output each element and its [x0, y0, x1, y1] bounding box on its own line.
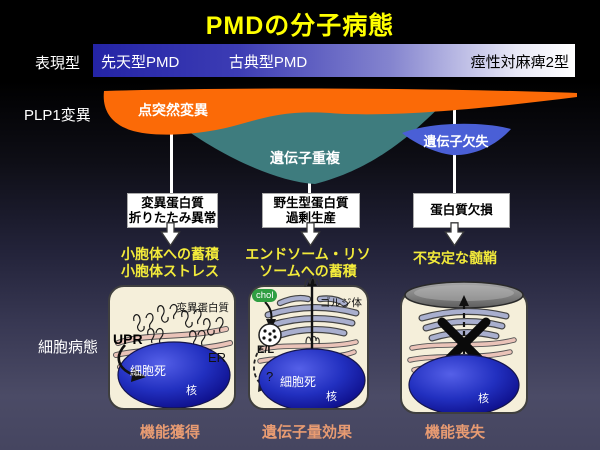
- cell-diagram-loss-of-function: 核: [400, 281, 528, 414]
- cell-death-label: 細胞死: [130, 364, 167, 378]
- nucleus-label: 核: [326, 391, 337, 403]
- upr-label: UPR: [113, 331, 143, 347]
- consequence-line: ソームへの蓄積: [259, 262, 357, 279]
- row-label-phenotype: 表現型: [35, 55, 81, 72]
- myelin-cap-highlight: [414, 285, 514, 301]
- consequence-line: エンドソーム・リソ: [245, 246, 371, 262]
- duplication-label: 遺伝子重複: [270, 150, 340, 166]
- cell-diagram-gene-dosage: chol ゴルジ体 E/L ? 細胞死 核: [248, 276, 369, 410]
- page-title: PMDの分子病態: [205, 12, 395, 40]
- nucleus-shape: [408, 354, 520, 412]
- protein-box-misfolding: 変異蛋白質 折りたたみ異常: [127, 193, 218, 228]
- consequence-unstable-myelin: 不安定な髄鞘: [388, 250, 522, 267]
- golgi-label: ゴルジ体: [320, 297, 362, 309]
- upr-arrowhead: [131, 368, 146, 382]
- endosome-lysosome-label: E/L: [257, 344, 275, 356]
- upr-arrow: [117, 344, 135, 377]
- mechanism-loss-of-function: 機能喪失: [424, 424, 485, 441]
- mechanism-gene-dosage: 遺伝子量効果: [261, 424, 352, 441]
- cell3-drawing: [404, 281, 524, 412]
- protein-box-deficiency: 蛋白質欠損: [413, 193, 510, 228]
- cell-diagram-gain-of-function: 変異蛋白質 UPR ER 細胞死 核: [108, 285, 236, 410]
- down-arrow-icon: [300, 222, 321, 247]
- connector-line-point-mutation: [170, 130, 173, 194]
- cell-death-label: 細胞死: [280, 375, 317, 389]
- consequence-endosome: エンドソーム・リソ ソームへの蓄積: [240, 246, 376, 279]
- nucleus-label: 核: [478, 393, 489, 405]
- vesicle-dots: [262, 329, 277, 342]
- phenotype-gradient-bar: 先天型PMD 古典型PMD 痙性対麻痺2型: [93, 44, 575, 77]
- deletion-label: 遺伝子欠失: [423, 134, 489, 149]
- down-arrow-icon: [444, 222, 465, 247]
- nucleus-shape: [117, 341, 231, 408]
- protein-box-line: 野生型蛋白質: [273, 195, 349, 210]
- consequence-line: 小胞体ストレス: [121, 262, 219, 279]
- protein-box-line: 変異蛋白質: [141, 195, 204, 210]
- cell1-drawing: [113, 303, 233, 408]
- cell2-drawing: [253, 276, 366, 408]
- consequence-line: 小胞体への蓄積: [121, 246, 219, 262]
- chol-badge: chol: [252, 289, 278, 302]
- consequence-line: 不安定な髄鞘: [413, 250, 497, 266]
- mechanism-gain-of-function: 機能獲得: [139, 424, 200, 441]
- down-arrow-icon: [160, 222, 181, 247]
- er-label: ER: [207, 350, 226, 365]
- row-label-cell-pathology: 細胞病態: [38, 339, 99, 356]
- consequence-er-stress: 小胞体への蓄積 小胞体ストレス: [103, 246, 237, 279]
- duplication-swoosh: [177, 103, 442, 184]
- connector-line-duplication: [308, 178, 311, 194]
- row-label-plp1: PLP1変異: [24, 107, 91, 124]
- point-mutation-swoosh: [103, 88, 578, 135]
- surface-protein-squiggle: [304, 277, 320, 288]
- phenotype-spg2: 痙性対麻痺2型: [470, 54, 569, 71]
- phenotype-classic: 古典型PMD: [228, 54, 308, 71]
- deletion-swoosh: [402, 123, 511, 156]
- golgi-stacks: [418, 308, 510, 342]
- protein-box-line: 蛋白質欠損: [430, 203, 493, 217]
- nucleus-label: 核: [186, 385, 197, 397]
- protein-box-line: 過剰生産: [285, 210, 336, 225]
- nucleus-shape: [258, 348, 366, 408]
- point-mutation-label: 点突然変異: [138, 102, 208, 118]
- phenotype-congenital: 先天型PMD: [101, 54, 180, 71]
- misfolded-protein-squiggles: [133, 303, 224, 346]
- blocked-arrowhead: [459, 295, 469, 306]
- mutation-swoosh-shapes: [103, 88, 578, 184]
- er-protein-squiggle: [305, 335, 320, 345]
- protein-box-line: 折りたたみ異常: [128, 210, 217, 225]
- mutant-protein-label: 変異蛋白質: [176, 302, 230, 314]
- question-mark-label: ?: [266, 369, 274, 384]
